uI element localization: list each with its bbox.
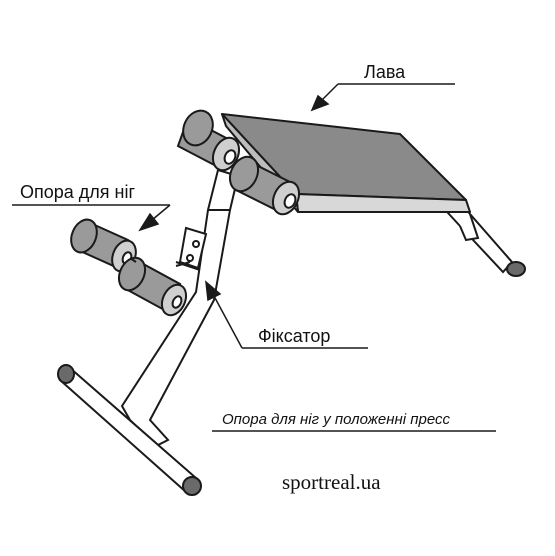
main-frame — [120, 168, 240, 448]
lock-plate — [175, 226, 208, 271]
label-foot-support: Опора для ніг — [20, 182, 135, 202]
front-foot-cap-right — [182, 476, 202, 496]
label-bench: Лава — [364, 62, 406, 82]
label-lock: Фіксатор — [258, 326, 330, 346]
roller-bracket — [175, 261, 191, 267]
caption-press-position: Опора для ніг у положенні пресс — [222, 411, 451, 428]
foot-roller-right — [117, 256, 188, 317]
upper-roller-right — [228, 155, 301, 216]
watermark: sportreal.ua — [282, 470, 381, 494]
front-base — [57, 364, 202, 496]
foot-axle — [129, 257, 137, 263]
upper-roller-left — [176, 109, 241, 172]
leader-lock — [205, 280, 368, 349]
rear-foot-cap — [506, 261, 526, 277]
leader-bench — [310, 83, 455, 112]
front-foot-cap-left — [57, 364, 75, 384]
leader-foot-support — [12, 204, 171, 232]
